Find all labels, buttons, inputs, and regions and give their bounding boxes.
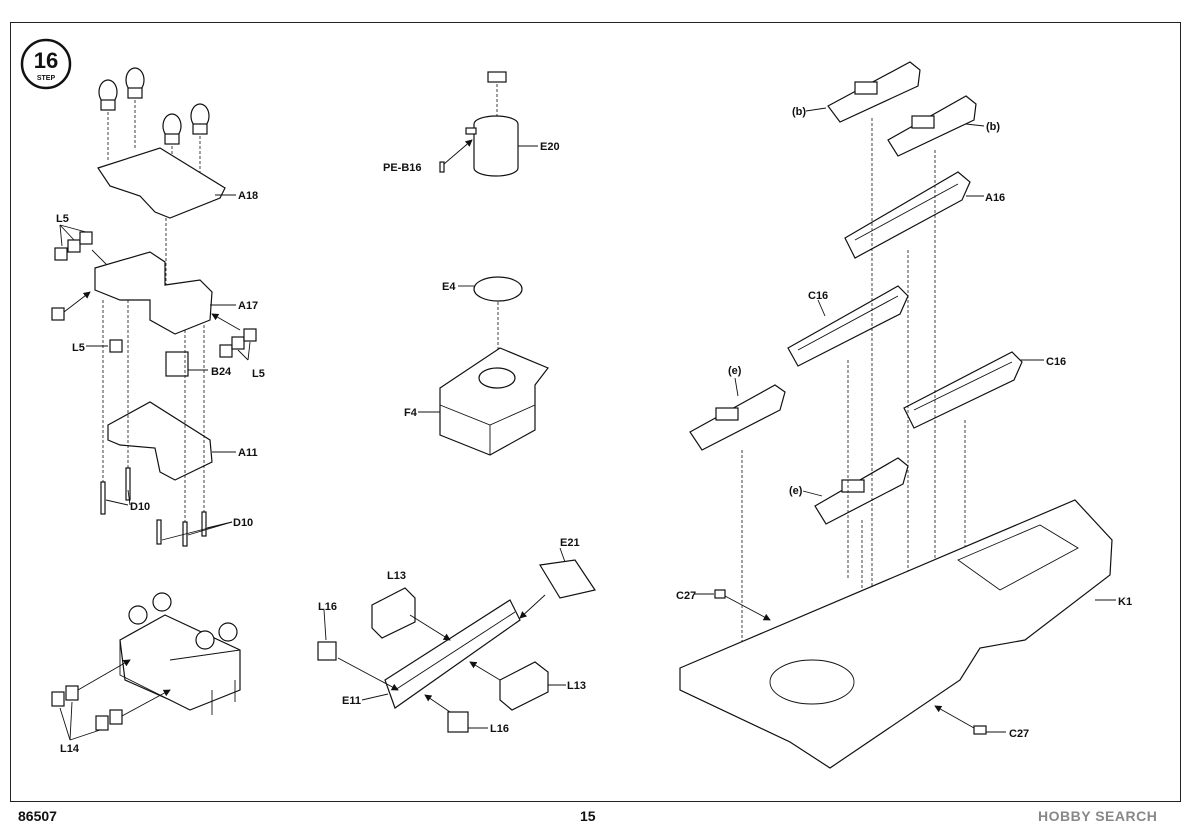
label-b1: (b): [792, 106, 806, 118]
part-e11: [384, 599, 521, 709]
label-d10-b: D10: [233, 517, 253, 529]
label-c16-left: C16: [808, 290, 828, 302]
part-a18: [97, 147, 226, 219]
label-k1: K1: [1118, 596, 1132, 608]
footer-page-number: 15: [580, 808, 596, 824]
page-border: [10, 22, 1181, 802]
label-l5-right: L5: [252, 368, 265, 380]
label-l13-top: L13: [387, 570, 406, 582]
label-l5-top: L5: [56, 213, 69, 225]
label-c27-left: C27: [676, 590, 696, 602]
label-l13-bottom: L13: [567, 680, 586, 692]
part-a11: [107, 401, 213, 481]
label-e4: E4: [442, 281, 456, 293]
part-c27-right: [973, 725, 987, 735]
part-a17: [94, 251, 213, 335]
part-l5-left-a: [51, 307, 65, 321]
boat-c16-right: [903, 351, 1023, 429]
part-l16-top: [317, 641, 337, 661]
footer-kit-code: 86507: [18, 808, 57, 824]
label-c16-right: C16: [1046, 356, 1066, 368]
label-a18: A18: [238, 190, 258, 202]
watermark-logo: HOBBY SEARCH: [1038, 808, 1158, 824]
label-l16-bottom: L16: [490, 723, 509, 735]
label-a16: A16: [985, 192, 1005, 204]
part-l13-bottom: [499, 661, 549, 711]
label-l5-left: L5: [72, 342, 85, 354]
label-pe-b16: PE-B16: [383, 162, 422, 174]
part-d10-rods: D10 D10: [100, 467, 253, 547]
step-word: STEP: [37, 75, 56, 82]
label-e20: E20: [540, 141, 560, 153]
label-e1: (e): [728, 365, 742, 377]
label-a17: A17: [238, 300, 258, 312]
step-badge: 16 STEP: [20, 38, 72, 90]
part-e4: [473, 276, 523, 302]
part-k1-deck: [679, 499, 1113, 769]
part-l5-left-b: [109, 339, 123, 353]
part-l5-top-group: L5: [54, 213, 93, 261]
label-f4: F4: [404, 407, 418, 419]
boat-c16-left: [787, 285, 909, 367]
label-l14: L14: [60, 743, 80, 755]
e20-assembly: E20 PE-B16: [383, 71, 560, 177]
label-b24: B24: [211, 366, 232, 378]
label-d10-a: D10: [130, 501, 150, 513]
part-b24: [165, 351, 189, 377]
label-e2: (e): [789, 485, 803, 497]
part-c27-left: [714, 589, 726, 599]
label-b2: (b): [986, 121, 1000, 133]
step-number: 16: [34, 48, 58, 73]
part-pe-b16: [439, 161, 445, 173]
part-e21: [539, 559, 596, 599]
label-e21: E21: [560, 537, 580, 549]
part-f4: [439, 347, 549, 456]
label-e11: E11: [342, 695, 361, 707]
boat-a16: [844, 171, 971, 259]
boats-and-deck-assembly: (b) (b) A16 C16 C16 (e) (e): [676, 61, 1132, 769]
label-c27-right: C27: [1009, 728, 1029, 740]
part-l5-right-group: L5: [211, 313, 265, 380]
part-l13-top: [371, 587, 416, 639]
part-l16-bottom: [447, 711, 469, 733]
f4-e4-assembly: E4 F4: [404, 276, 549, 456]
searchlight-tower-assembly: A18 L5 A17 L5 L5: [51, 67, 265, 547]
e11-e21-assembly: E21 E11 L13 L13 L16 L16: [317, 537, 596, 735]
label-a11: A11: [238, 447, 258, 459]
assembled-tower-with-l14: L14: [51, 592, 241, 755]
label-l16-top: L16: [318, 601, 337, 613]
